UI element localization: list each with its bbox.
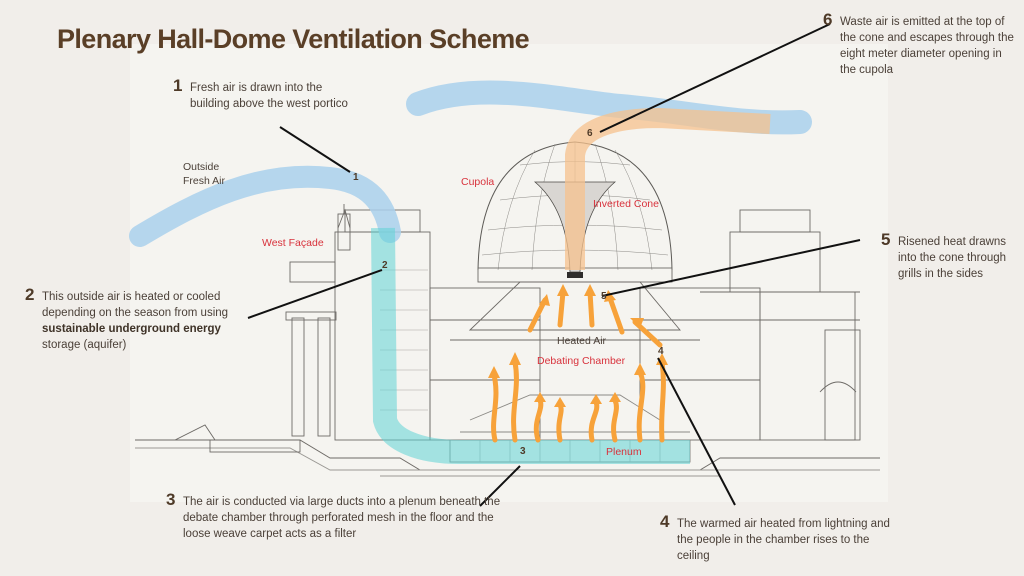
label-plenum: Plenum bbox=[606, 446, 642, 458]
callout-4: 4 The warmed air heated from lightning a… bbox=[660, 513, 902, 564]
callout-number: 3 bbox=[166, 490, 176, 509]
page-title: Plenary Hall-Dome Ventilation Scheme bbox=[57, 24, 530, 54]
leader-line-2 bbox=[247, 269, 383, 319]
callout-number: 5 bbox=[881, 230, 891, 249]
marker-1: 1 bbox=[353, 172, 359, 183]
leader-lines bbox=[247, 23, 861, 507]
label-debating-chamber: Debating Chamber bbox=[537, 355, 626, 367]
marker-3: 3 bbox=[520, 446, 526, 457]
callout-text: The warmed air heated from lightning and… bbox=[677, 518, 890, 562]
callout-text-emphasis: sustainable underground energy bbox=[42, 323, 221, 335]
callout-text: This outside air is heated or cooled dep… bbox=[42, 291, 229, 319]
conditioned-air-duct bbox=[371, 227, 690, 464]
label-outside-fresh-air: Outside Fresh Air bbox=[183, 161, 226, 187]
label-cupola: Cupola bbox=[461, 176, 495, 188]
leader-line-1 bbox=[279, 126, 351, 173]
callout-2: 2 This outside air is heated or cooled d… bbox=[25, 286, 257, 353]
callout-number: 1 bbox=[173, 76, 183, 95]
callout-6: 6 Waste air is emitted at the top of the… bbox=[823, 11, 1020, 78]
marker-6: 6 bbox=[587, 128, 593, 139]
warm-air-arrowheads bbox=[488, 284, 668, 407]
label-west-facade: West Façade bbox=[262, 237, 324, 249]
warm-air-arrows bbox=[491, 289, 666, 443]
callout-text: storage (aquifer) bbox=[42, 339, 127, 351]
callout-text: Waste air is emitted at the top of the c… bbox=[840, 16, 1014, 76]
callout-text: Fresh air is drawn into the building abo… bbox=[190, 82, 348, 110]
label-heated-air: Heated Air bbox=[557, 335, 607, 347]
callout-number: 2 bbox=[25, 285, 35, 304]
building-section bbox=[135, 141, 880, 477]
callout-number: 4 bbox=[660, 512, 670, 531]
callout-5: 5 Risened heat drawns into the cone thro… bbox=[881, 231, 1023, 282]
leader-line-5 bbox=[601, 239, 861, 297]
callout-3: 3 The air is conducted via large ducts i… bbox=[166, 491, 518, 542]
callout-text: Risened heat drawns into the cone throug… bbox=[898, 236, 1007, 280]
callout-number: 6 bbox=[823, 10, 833, 29]
marker-2: 2 bbox=[382, 260, 388, 271]
leader-line-4 bbox=[657, 357, 736, 506]
leader-line-3 bbox=[479, 465, 521, 507]
callout-text: The air is conducted via large ducts int… bbox=[183, 496, 501, 540]
fresh-air-flow bbox=[129, 165, 401, 247]
waste-air-flow bbox=[565, 107, 771, 270]
label-inverted-cone: Inverted Cone bbox=[593, 198, 659, 210]
callout-1: 1 Fresh air is drawn into the building a… bbox=[173, 77, 360, 112]
marker-4: 4 bbox=[658, 346, 664, 357]
leader-line-6 bbox=[599, 23, 831, 133]
marker-5: 5 bbox=[601, 291, 607, 302]
